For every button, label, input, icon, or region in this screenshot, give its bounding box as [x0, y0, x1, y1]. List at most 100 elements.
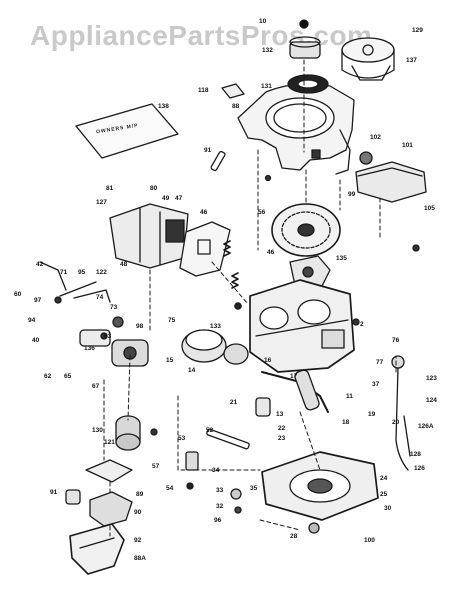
- part-number-77: 77: [376, 359, 384, 366]
- part-number-52: 52: [206, 427, 214, 434]
- part-number-28: 28: [290, 533, 298, 540]
- part-number-20: 20: [392, 419, 400, 426]
- part-number-88: 88: [232, 103, 240, 110]
- carburetor-assembly: [109, 203, 189, 269]
- part-number-81: 81: [106, 185, 114, 192]
- starter-cup: [289, 19, 321, 59]
- part-number-127: 127: [96, 199, 107, 206]
- crankcase-base: [261, 451, 379, 521]
- part-number-56: 56: [258, 209, 266, 216]
- part-number-96: 96: [214, 517, 222, 524]
- part-number-133: 133: [210, 323, 221, 330]
- part-number-46a: 46: [200, 209, 208, 216]
- part-number-16: 16: [264, 357, 272, 364]
- part-number-19: 19: [368, 411, 376, 418]
- part-number-128: 128: [410, 451, 421, 458]
- part-number-60: 60: [14, 291, 22, 298]
- part-number-18: 18: [342, 419, 350, 426]
- part-number-105: 105: [424, 205, 435, 212]
- cylinder-block: [249, 279, 355, 373]
- part-number-95: 95: [78, 269, 86, 276]
- part-number-101: 101: [402, 142, 413, 149]
- part-number-74: 74: [96, 294, 104, 301]
- crankshaft: [255, 369, 329, 417]
- part-number-129: 129: [412, 27, 423, 34]
- gasket-plate: [179, 221, 231, 277]
- part-number-92: 92: [134, 537, 142, 544]
- float-bowl-stack: [65, 459, 133, 575]
- recoil-starter: [341, 37, 395, 81]
- part-number-126A: 126A: [418, 423, 434, 430]
- fuel-tank: [355, 151, 427, 203]
- piston: [181, 329, 249, 365]
- part-number-32: 32: [216, 503, 224, 510]
- dipstick-tube: [391, 355, 411, 471]
- part-number-137: 137: [406, 57, 417, 64]
- part-number-35: 35: [250, 485, 258, 492]
- part-number-65: 65: [64, 373, 72, 380]
- part-number-67: 67: [92, 383, 100, 390]
- part-number-24: 24: [380, 475, 388, 482]
- part-number-34: 34: [212, 467, 220, 474]
- part-number-11: 11: [346, 393, 353, 400]
- part-number-91b: 91: [50, 489, 58, 496]
- part-number-121: 121: [104, 439, 115, 446]
- part-number-10: 10: [259, 18, 267, 25]
- part-number-21: 21: [230, 399, 238, 406]
- part-number-14: 14: [188, 367, 196, 374]
- part-number-122: 122: [96, 269, 107, 276]
- part-number-13: 13: [276, 411, 284, 418]
- part-number-62: 62: [44, 373, 52, 380]
- part-number-80: 80: [150, 185, 158, 192]
- part-number-76: 76: [392, 337, 400, 344]
- linkage-parts: [39, 261, 111, 304]
- part-number-124: 124: [426, 397, 437, 404]
- part-number-48: 48: [120, 261, 128, 268]
- valve-springs: [223, 240, 242, 310]
- part-number-97: 97: [34, 297, 42, 304]
- part-number-123: 123: [426, 375, 437, 382]
- part-number-42: 42: [36, 261, 44, 268]
- manual-card: [75, 103, 179, 159]
- part-number-73: 73: [110, 304, 118, 311]
- washer-ring: [287, 74, 329, 94]
- part-number-57: 57: [152, 463, 160, 470]
- decal-plate: [221, 83, 245, 99]
- part-number-91: 91: [204, 147, 212, 154]
- part-number-33: 33: [216, 487, 224, 494]
- part-number-46b: 46: [267, 249, 275, 256]
- part-number-22: 22: [278, 425, 286, 432]
- part-number-102: 102: [370, 134, 381, 141]
- assembly-guide-lines: [103, 59, 397, 537]
- part-number-126: 126: [414, 465, 425, 472]
- part-number-49: 49: [162, 195, 170, 202]
- part-number-138: 138: [158, 103, 169, 110]
- air-cleaner: [115, 415, 141, 451]
- part-number-136: 136: [84, 345, 95, 352]
- part-number-37: 37: [372, 381, 380, 388]
- part-number-2: 2: [360, 321, 364, 328]
- blower-housing: [237, 83, 355, 175]
- part-number-71: 71: [60, 269, 68, 276]
- flywheel: [271, 203, 341, 257]
- part-number-118: 118: [198, 87, 209, 94]
- part-number-75: 75: [168, 317, 176, 324]
- part-number-25: 25: [380, 491, 388, 498]
- part-number-98: 98: [136, 323, 144, 330]
- part-number-131: 131: [261, 83, 272, 90]
- dowel-pin: [210, 150, 226, 172]
- part-number-15: 15: [166, 357, 174, 364]
- part-number-135: 135: [336, 255, 347, 262]
- part-number-132: 132: [262, 47, 273, 54]
- part-number-54: 54: [166, 485, 174, 492]
- part-number-90: 90: [134, 509, 142, 516]
- part-number-130: 130: [92, 427, 103, 434]
- part-number-89: 89: [136, 491, 144, 498]
- part-number-99: 99: [348, 191, 356, 198]
- part-number-53: 53: [178, 435, 186, 442]
- part-number-17: 17: [290, 373, 298, 380]
- part-number-30: 30: [384, 505, 392, 512]
- part-number-88A: 88A: [134, 555, 146, 562]
